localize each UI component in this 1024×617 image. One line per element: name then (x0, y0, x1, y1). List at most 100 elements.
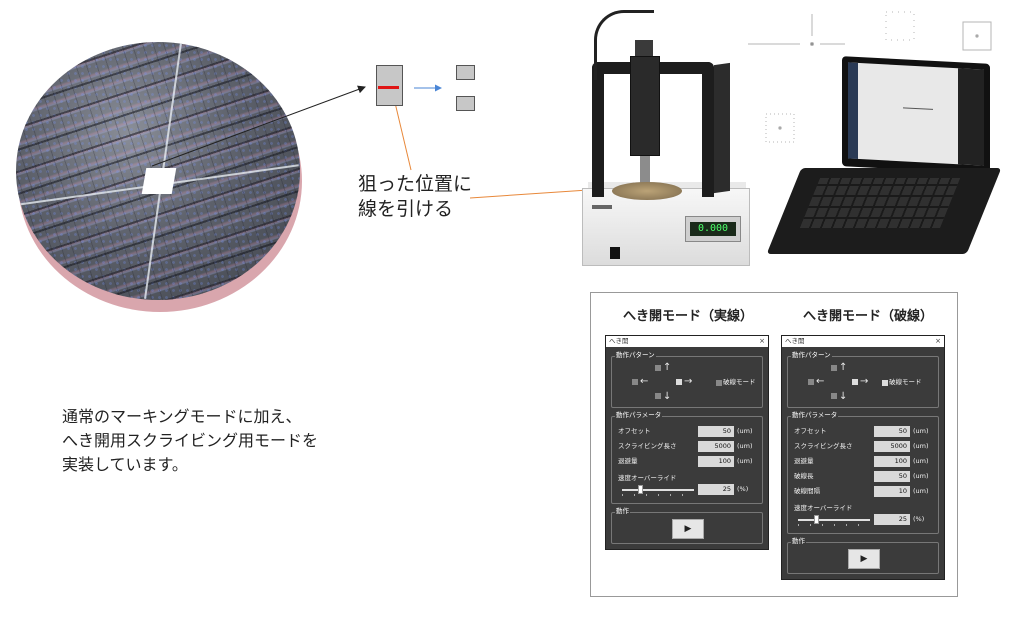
solid-speed-unit: (%) (737, 485, 749, 493)
solid-dashed-mode-checkbox[interactable] (716, 380, 722, 386)
dashed-speed-slider-ticks (798, 524, 870, 526)
solid-retract-input[interactable]: 100 (698, 456, 734, 467)
arrow-left-icon: ← (816, 376, 825, 387)
solid-left-checkbox[interactable] (632, 379, 638, 385)
dashed-dash-gap-unit: (um) (913, 487, 929, 495)
dashed-dashed-mode-checkbox[interactable] (882, 380, 888, 386)
dashed-action-group-label: 動作 (791, 537, 806, 546)
solid-retract-label: 退避量 (618, 457, 638, 465)
dashed-speed-label: 速度オーバーライド (794, 504, 853, 512)
solid-play-button[interactable]: ▶ (672, 519, 704, 539)
dashed-speed-slider-thumb[interactable] (814, 515, 819, 524)
solid-action-group: 動作 ▶ (611, 507, 763, 544)
laptop-display-toolbar (848, 62, 858, 159)
arrow-down-icon: ↓ (839, 391, 848, 402)
dashed-retract-label: 退避量 (794, 457, 814, 465)
laptop-screen (842, 56, 990, 174)
dashed-dash-length-unit: (um) (913, 472, 929, 480)
laptop-display-crosshair (903, 107, 933, 110)
dashed-length-label: スクライビング長さ (794, 442, 853, 450)
arrow-right-icon: → (860, 376, 869, 387)
dashed-offset-label: オフセット (794, 427, 827, 435)
description-line-1: 通常のマーキングモードに加え、 (62, 407, 302, 426)
dashed-right-checkbox[interactable] (852, 379, 858, 385)
dashed-action-group: 動作 ▶ (787, 537, 939, 574)
dashed-retract-input[interactable]: 100 (874, 456, 910, 467)
solid-param-group-label: 動作パラメータ (615, 411, 663, 420)
title-solid-mode: へき開モード（実線） (623, 309, 754, 324)
cleave-mode-panels: へき開モード（実線） へき開モード（破線） へき開 × 動作パターン ↑ ← →… (590, 292, 958, 597)
dashed-dash-length-input[interactable]: 50 (874, 471, 910, 482)
solid-dashed-mode-label: 破線モード (723, 378, 756, 386)
dashed-dash-gap-input[interactable]: 10 (874, 486, 910, 497)
arrow-up-icon: ↑ (839, 362, 848, 373)
die-illustration (376, 65, 403, 106)
wafer-photo (10, 28, 310, 313)
solid-up-checkbox[interactable] (655, 365, 661, 371)
dashed-retract-unit: (um) (913, 457, 929, 465)
solid-param-group: 動作パラメータ オフセット 50 (um) スクライビング長さ 5000 (um… (611, 411, 763, 504)
dashed-window-close-icon[interactable]: × (935, 337, 941, 345)
dashed-up-checkbox[interactable] (831, 365, 837, 371)
solid-right-checkbox[interactable] (676, 379, 682, 385)
dashed-speed-slider-track[interactable] (798, 519, 870, 521)
title-dashed-mode: へき開モード（破線） (803, 309, 934, 324)
laptop-display (848, 62, 984, 166)
laptop-keyboard-rows (799, 178, 961, 228)
scribing-machine-photo: 0.000 (570, 0, 780, 275)
arrow-up-icon: ↑ (663, 362, 672, 373)
solid-speed-slider-track[interactable] (622, 489, 694, 491)
dashed-offset-unit: (um) (913, 427, 929, 435)
dashed-offset-input[interactable]: 50 (874, 426, 910, 437)
dashed-param-group-label: 動作パラメータ (791, 411, 839, 420)
solid-window-close-icon[interactable]: × (759, 337, 765, 345)
machine-head (630, 56, 660, 156)
solid-mode-window: へき開 × 動作パターン ↑ ← → 破線モード ↓ 動作パラメータ オフセット… (605, 335, 769, 550)
dashed-pattern-group: 動作パターン ↑ ← → 破線モード ↓ (787, 351, 939, 408)
solid-offset-unit: (um) (737, 427, 753, 435)
machine-tool (640, 156, 650, 184)
dashed-dashed-mode-label: 破線モード (889, 378, 922, 386)
dashed-dash-gap-label: 破線間隔 (794, 487, 820, 495)
solid-length-unit: (um) (737, 442, 753, 450)
dashed-dash-length-label: 破線長 (794, 472, 814, 480)
solid-pattern-group: 動作パターン ↑ ← → 破線モード ↓ (611, 351, 763, 408)
solid-length-input[interactable]: 5000 (698, 441, 734, 452)
dashed-down-checkbox[interactable] (831, 393, 837, 399)
solid-window-title: へき開 (609, 337, 629, 345)
cleaved-die-top (456, 65, 475, 80)
laptop-display-sidepanel (958, 68, 984, 166)
solid-down-checkbox[interactable] (655, 393, 661, 399)
dashed-play-button[interactable]: ▶ (848, 549, 880, 569)
arrow-left-icon: ← (640, 376, 649, 387)
dashed-pattern-group-label: 動作パターン (791, 351, 832, 360)
dashed-param-group: 動作パラメータ オフセット 50 (um) スクライビング長さ 5000 (um… (787, 411, 939, 534)
zoom-arrow (151, 85, 366, 167)
dashed-speed-unit: (%) (913, 515, 925, 523)
description-line-3: 実装しています。 (62, 455, 188, 474)
laptop-photo (766, 56, 1002, 260)
machine-cable (594, 10, 654, 80)
machine-power-switch (610, 247, 620, 259)
solid-offset-input[interactable]: 50 (698, 426, 734, 437)
scribe-mark-red (378, 86, 399, 89)
solid-speed-slider-thumb[interactable] (638, 485, 643, 494)
solid-window-titlebar: へき開 × (606, 336, 768, 347)
solid-speed-slider-ticks (622, 494, 694, 496)
dashed-window-titlebar: へき開 × (782, 336, 944, 347)
machine-brand-label (592, 205, 612, 209)
solid-pattern-group-label: 動作パターン (615, 351, 656, 360)
description-line-2: へき開用スクライビング用モードを (62, 431, 319, 450)
dashed-speed-input[interactable]: 25 (874, 514, 910, 525)
solid-action-group-label: 動作 (615, 507, 630, 516)
dashed-window-title: へき開 (785, 337, 805, 345)
cleaved-die-bottom (456, 96, 475, 111)
dashed-left-checkbox[interactable] (808, 379, 814, 385)
solid-speed-label: 速度オーバーライド (618, 474, 677, 482)
callout-line-1: 狙った位置に (358, 173, 473, 195)
solid-speed-input[interactable]: 25 (698, 484, 734, 495)
machine-display: 0.000 (690, 222, 736, 236)
dashed-length-input[interactable]: 5000 (874, 441, 910, 452)
dashed-length-unit: (um) (913, 442, 929, 450)
arrow-right-icon: → (684, 376, 693, 387)
